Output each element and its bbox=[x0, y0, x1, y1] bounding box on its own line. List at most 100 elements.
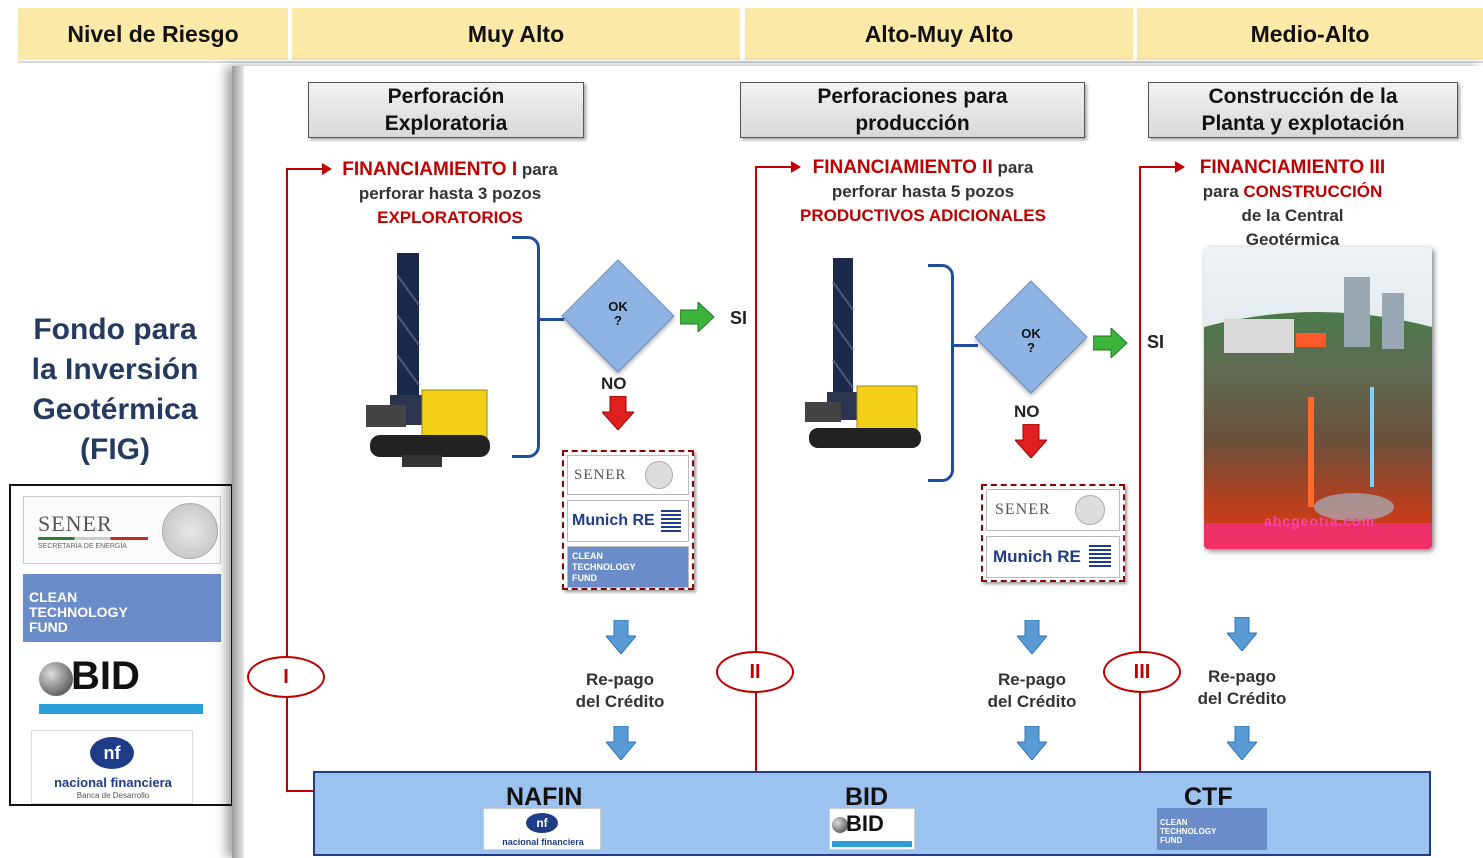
ctf-logo-line1: CLEAN bbox=[29, 589, 78, 605]
nafin-bar-emblem-icon: nf bbox=[526, 813, 558, 833]
financing-1-text: FINANCIAMIENTO I para perforar hasta 3 p… bbox=[320, 158, 580, 230]
globe-icon bbox=[39, 662, 73, 696]
ctf-small-1-line2: TECHNOLOGY bbox=[572, 562, 636, 572]
ctf-logo-line2: TECHNOLOGY bbox=[29, 604, 128, 620]
geothermal-plant-illustration bbox=[1204, 247, 1432, 549]
flow-line-3 bbox=[1139, 166, 1141, 772]
red-arrow-down-1-icon bbox=[602, 396, 634, 430]
financing-2-name: FINANCIAMIENTO II bbox=[812, 157, 993, 178]
sener-logo-small-2: SENER bbox=[986, 489, 1120, 531]
sener-logo-small-1: SENER bbox=[567, 455, 689, 495]
stage-production-drilling: Perforaciones para producción bbox=[740, 82, 1085, 138]
repayment-2-line2: del Crédito bbox=[987, 692, 1077, 711]
bid-logo-text: BID bbox=[71, 654, 140, 698]
eagle-seal-icon bbox=[162, 503, 218, 559]
ctf-logo-bar: CLEAN TECHNOLOGY FUND bbox=[1157, 808, 1267, 850]
institution-bid-label: BID bbox=[845, 783, 889, 811]
ctf-logo-small-1: CLEAN TECHNOLOGY FUND bbox=[567, 546, 689, 588]
repayment-3-line1: Re-pago bbox=[1208, 667, 1276, 686]
brace-1-tip bbox=[540, 318, 564, 321]
blue-arrow-down-2b-icon bbox=[1017, 726, 1047, 760]
bid-logo-bar bbox=[39, 704, 203, 714]
header-medium-high: Medio-Alto bbox=[1137, 8, 1483, 60]
sener-logo: SENER SECRETARÍA DE ENERGÍA bbox=[23, 496, 221, 564]
drilling-rig-1-icon bbox=[366, 253, 490, 467]
red-arrow-down-2-icon bbox=[1015, 424, 1047, 458]
brace-2-tip bbox=[954, 344, 978, 347]
flow-line-1 bbox=[286, 168, 288, 792]
blue-arrow-down-3b-icon bbox=[1227, 726, 1257, 760]
stage-marker-2: II bbox=[716, 651, 794, 693]
ctf-small-1-line1: CLEAN bbox=[572, 551, 603, 561]
institution-nafin-label: NAFIN bbox=[506, 783, 583, 811]
flow-arrow-1 bbox=[322, 163, 332, 175]
nafin-emblem-icon: nf bbox=[90, 737, 134, 769]
ctf-logo: CLEAN TECHNOLOGY FUND bbox=[23, 574, 221, 642]
risk-partners-1: SENER Munich RE CLEAN TECHNOLOGY FUND bbox=[562, 450, 694, 590]
sener-small-2-text: SENER bbox=[995, 501, 1051, 518]
yes-label-2: SI bbox=[1147, 332, 1165, 352]
financing-2-line2: perforar hasta 5 pozos bbox=[831, 182, 1015, 201]
decision-2-q: ? bbox=[1027, 340, 1035, 355]
blue-arrow-down-1b-icon bbox=[606, 726, 636, 760]
header-risk-level: Nivel de Riesgo bbox=[18, 8, 288, 60]
flow-line-1-top bbox=[286, 168, 324, 170]
no-label-1: NO bbox=[601, 374, 627, 393]
fund-partners-box: SENER SECRETARÍA DE ENERGÍA CLEAN TECHNO… bbox=[9, 484, 233, 806]
sener-logo-text: SENER bbox=[38, 511, 113, 536]
yes-label-1: SI bbox=[730, 308, 748, 328]
repayment-1-line2: del Crédito bbox=[575, 692, 665, 711]
financing-1-line2: perforar hasta 3 pozos bbox=[358, 184, 542, 203]
financing-3-text: FINANCIAMIENTO III para CONSTRUCCIÓN de … bbox=[1170, 156, 1415, 252]
decision-1-label: OK? bbox=[598, 300, 638, 328]
financing-3-name: FINANCIAMIENTO III bbox=[1199, 157, 1386, 178]
brace-1 bbox=[512, 236, 540, 458]
panel-shadow-edge bbox=[232, 66, 244, 858]
financing-3-line3: de la Central bbox=[1241, 206, 1344, 225]
risk-partners-2: SENER Munich RE bbox=[981, 484, 1125, 582]
blue-arrow-down-2a-icon bbox=[1017, 620, 1047, 654]
brace-2 bbox=[928, 264, 954, 482]
financing-1-line3: EXPLORATORIOS bbox=[377, 208, 523, 227]
institution-ctf-label: CTF bbox=[1184, 783, 1233, 811]
sener-logo-subtitle: SECRETARÍA DE ENERGÍA bbox=[38, 543, 127, 550]
financing-2-text: FINANCIAMIENTO II para perforar hasta 5 … bbox=[778, 156, 1068, 228]
flow-line-2 bbox=[755, 166, 757, 772]
financing-1-suffix: para bbox=[517, 160, 558, 179]
eagle-seal-small-1-icon bbox=[644, 461, 673, 489]
financing-1-name: FINANCIAMIENTO I bbox=[342, 159, 518, 180]
stage-plant-construction: Construcción de la Planta y explotación bbox=[1148, 82, 1458, 138]
munich-re-1-icon bbox=[660, 510, 681, 532]
stage-marker-1: I bbox=[247, 656, 325, 698]
header-divider bbox=[18, 61, 1483, 63]
nafin-logo-text: nacional financiera bbox=[54, 775, 172, 790]
stage-exploratory-drilling: Perforación Exploratoria bbox=[308, 82, 584, 138]
munich-re-logo-2: Munich RE bbox=[986, 536, 1120, 578]
repayment-2-line1: Re-pago bbox=[998, 670, 1066, 689]
ctf-bar-line2: TECHNOLOGY bbox=[1160, 827, 1217, 836]
financing-3-prefix: para bbox=[1202, 182, 1244, 201]
repayment-1-line1: Re-pago bbox=[586, 670, 654, 689]
stage-marker-3: III bbox=[1103, 651, 1181, 693]
globe-small-icon bbox=[832, 817, 848, 833]
repayment-label-2: Re-pago del Crédito bbox=[962, 669, 1102, 713]
sener-small-1-text: SENER bbox=[574, 466, 627, 483]
bid-bar-text: BID bbox=[846, 811, 884, 836]
ctf-bar-line1: CLEAN bbox=[1160, 818, 1188, 827]
munich-re-1-text: Munich RE bbox=[572, 512, 655, 529]
header-very-high: Muy Alto bbox=[292, 8, 740, 60]
decision-2-ok: OK bbox=[1021, 326, 1041, 341]
ctf-logo-line3: FUND bbox=[29, 619, 68, 635]
bid-bar-stripe bbox=[832, 841, 912, 847]
financing-3-line4: Geotérmica bbox=[1245, 230, 1340, 249]
munich-re-logo-1: Munich RE bbox=[567, 500, 689, 542]
repayment-label-1: Re-pago del Crédito bbox=[550, 669, 690, 713]
no-label-2: NO bbox=[1014, 402, 1040, 421]
munich-re-2-icon bbox=[1088, 545, 1111, 569]
decision-1-q: ? bbox=[614, 313, 622, 328]
flow-arrow-3 bbox=[1175, 161, 1185, 173]
flow-line-3-top bbox=[1139, 166, 1177, 168]
sener-stripe bbox=[38, 537, 148, 540]
financing-2-line3: PRODUCTIVOS ADICIONALES bbox=[800, 206, 1046, 225]
